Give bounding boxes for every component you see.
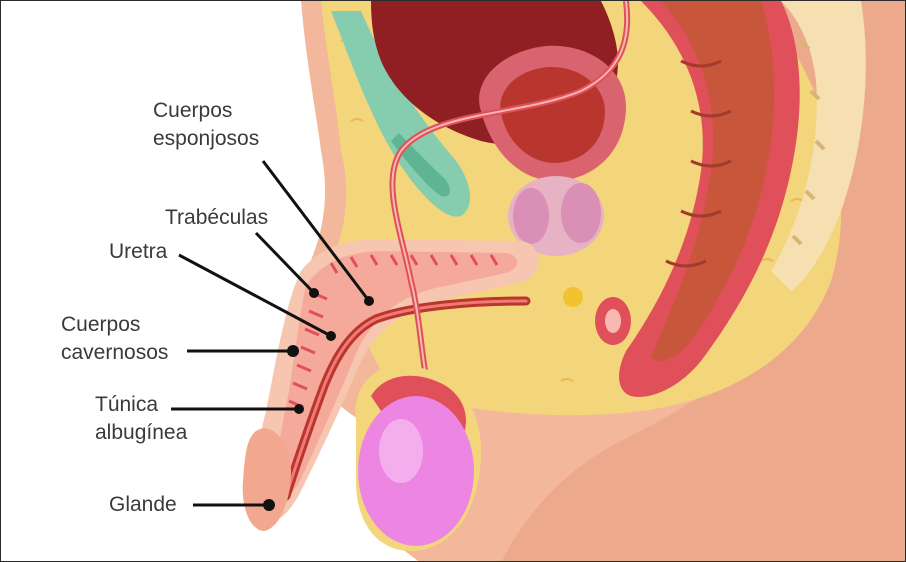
label-trabeculas-text: Trabéculas: [165, 204, 268, 232]
label-cuerpos-cavernosos: Cuerpos cavernosos: [61, 311, 168, 367]
label-glande: Glande: [109, 491, 177, 519]
dot-cuerpos-cavernosos: [287, 345, 299, 357]
glans: [243, 428, 291, 531]
label-cuerpos-esponjosos-line2: esponjosos: [153, 125, 259, 153]
dot-trabeculas: [309, 288, 319, 298]
label-cuerpos-cavernosos-line1: Cuerpos: [61, 311, 168, 339]
testis-highlight: [379, 419, 423, 483]
yellow-gland: [563, 287, 583, 307]
label-cuerpos-esponjosos: Cuerpos esponjosos: [153, 97, 259, 153]
label-tunica-albuginea: Túnica albugínea: [95, 391, 187, 447]
label-tunica-albuginea-line2: albugínea: [95, 419, 187, 447]
dot-uretra: [326, 331, 336, 341]
label-uretra-text: Uretra: [109, 238, 167, 266]
label-uretra: Uretra: [109, 238, 167, 266]
label-tunica-albuginea-line1: Túnica: [95, 391, 187, 419]
label-cuerpos-cavernosos-line2: cavernosos: [61, 339, 168, 367]
dot-tunica-albuginea: [294, 404, 304, 414]
vesicle-left: [513, 188, 549, 244]
vesicle-right: [561, 183, 601, 243]
leader-trabeculas: [256, 233, 314, 293]
label-glande-text: Glande: [109, 491, 177, 519]
label-cuerpos-esponjosos-line1: Cuerpos: [153, 97, 259, 125]
sphincter-inner: [605, 309, 621, 333]
label-trabeculas: Trabéculas: [165, 204, 268, 232]
dot-glande: [263, 499, 275, 511]
dot-cuerpos-esponjosos: [364, 296, 374, 306]
